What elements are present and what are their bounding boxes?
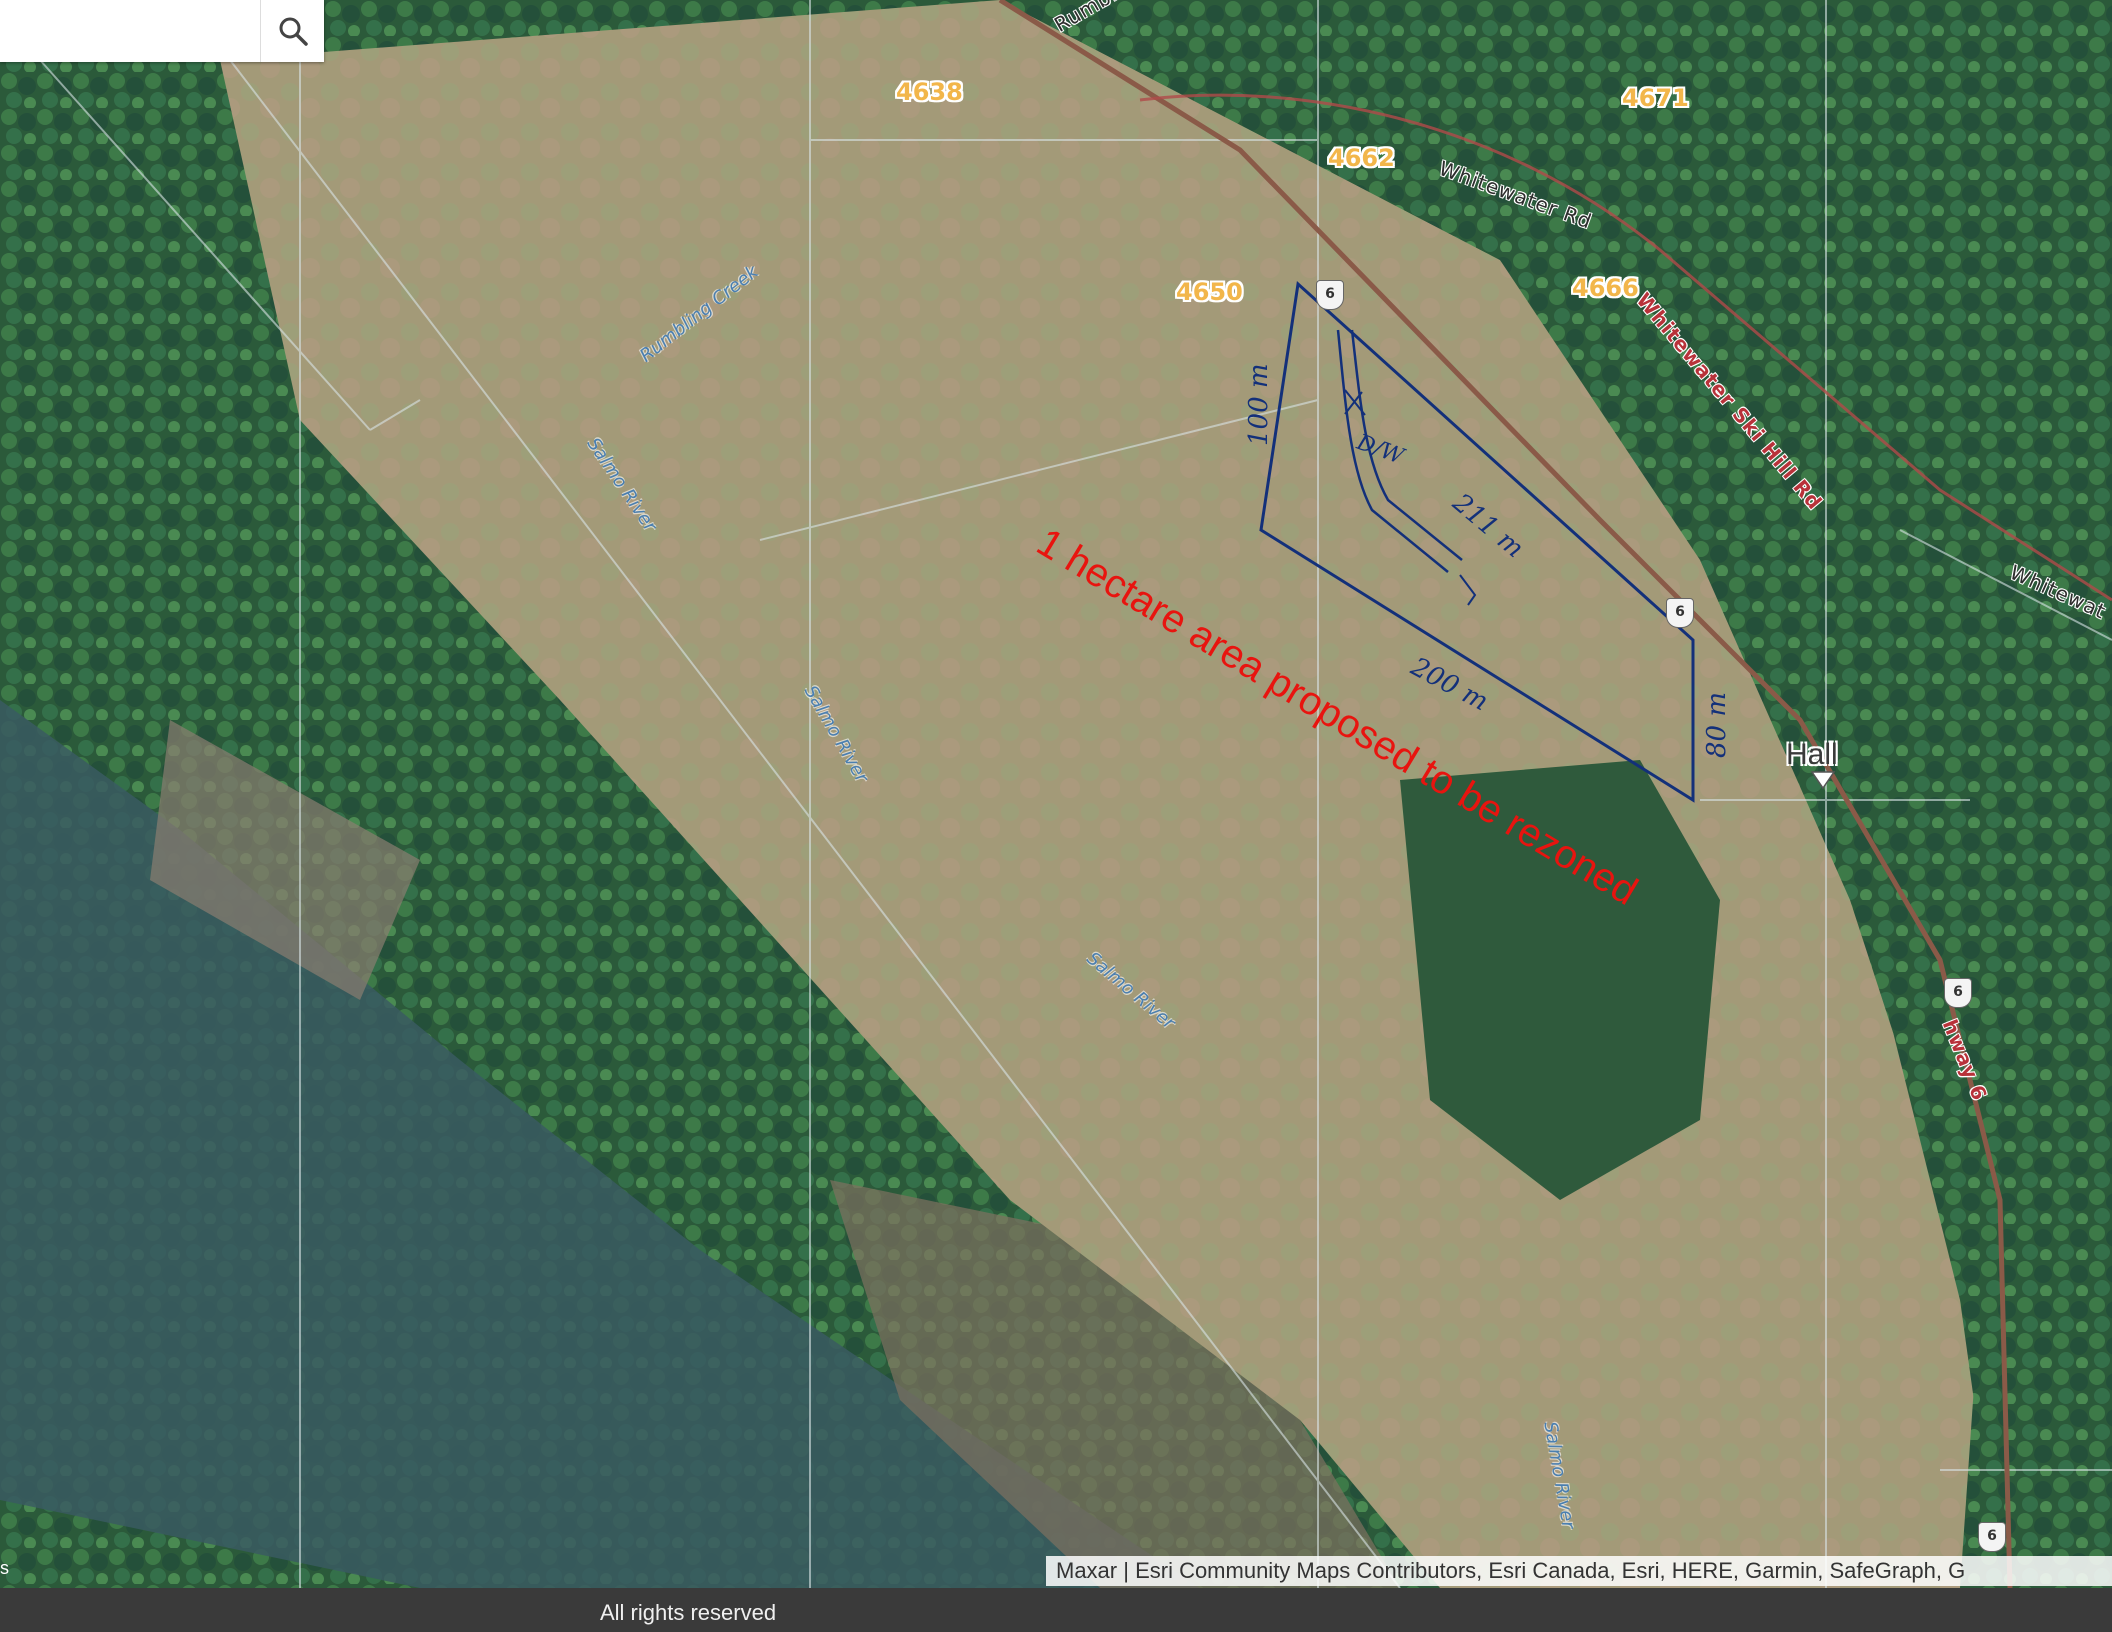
highway-shield-icon: 6 — [1944, 978, 1972, 1008]
dimension-label: 80 m — [1702, 691, 1732, 758]
footer-bar: All rights reserved — [0, 1588, 2112, 1632]
side-text: s — [0, 1558, 9, 1578]
map-attribution: Maxar | Esri Community Maps Contributors… — [1046, 1556, 2112, 1586]
search-button[interactable] — [260, 0, 325, 62]
place-marker-icon — [1810, 771, 1836, 790]
search-input[interactable] — [0, 0, 278, 60]
address-label: 4662 — [1328, 144, 1395, 172]
dimension-label: 100 m — [1244, 363, 1274, 446]
address-label: 4671 — [1622, 84, 1689, 112]
rights-text: All rights reserved — [600, 1600, 777, 1625]
place-label-hall: Hall — [1786, 738, 1838, 771]
highway-shield-icon: 6 — [1666, 598, 1694, 628]
address-label: 4650 — [1176, 278, 1243, 306]
highway-shield-icon: 6 — [1316, 280, 1344, 310]
search-box — [0, 0, 324, 62]
address-label: 4666 — [1572, 274, 1639, 302]
address-label: 4638 — [896, 78, 963, 106]
search-icon — [279, 17, 308, 46]
highway-shield-icon: 6 — [1978, 1522, 2006, 1552]
